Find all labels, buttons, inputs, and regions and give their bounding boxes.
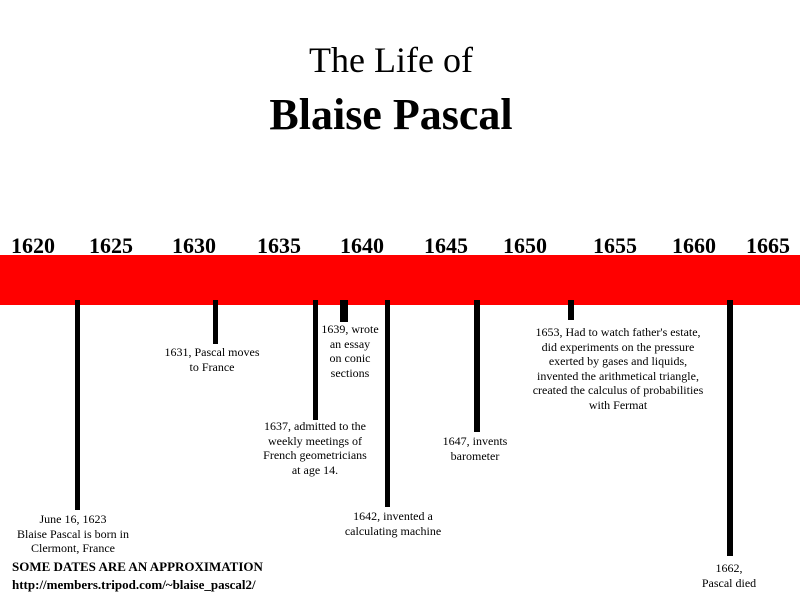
year-label-1620: 1620: [11, 233, 55, 258]
tick-1653: [568, 300, 574, 320]
event-label-1642: 1642, invented a calculating machine: [344, 509, 442, 538]
tick-1639: [340, 300, 348, 322]
page-title: Blaise Pascal: [269, 90, 513, 139]
year-label-1645: 1645: [424, 233, 468, 258]
event-label-1662: 1662, Pascal died: [701, 561, 757, 590]
year-label-1635: 1635: [257, 233, 301, 258]
tick-1631: [213, 300, 218, 344]
year-label-1625: 1625: [89, 233, 133, 258]
year-label-1650: 1650: [503, 233, 547, 258]
tick-1642: [385, 300, 390, 507]
year-label-1665: 1665: [746, 233, 790, 258]
source-url[interactable]: http://members.tripod.com/~blaise_pascal…: [12, 577, 256, 592]
year-label-1660: 1660: [672, 233, 716, 258]
timeline-band: [0, 255, 800, 305]
year-label-1655: 1655: [593, 233, 637, 258]
title-line-1: The Life of: [309, 40, 473, 80]
event-label-1653: 1653, Had to watch father's estate, did …: [532, 325, 704, 412]
event-label-1637: 1637, admitted to the weekly meetings of…: [263, 419, 367, 477]
tick-1662: [727, 300, 733, 556]
year-label-1640: 1640: [340, 233, 384, 258]
event-label-1647: 1647, invents barometer: [442, 434, 508, 463]
event-label-1631: 1631, Pascal moves to France: [164, 345, 260, 374]
year-label-1630: 1630: [172, 233, 216, 258]
tick-1637: [313, 300, 318, 420]
event-label-1623: June 16, 1623 Blaise Pascal is born in C…: [17, 512, 129, 555]
approximation-note: SOME DATES ARE AN APPROXIMATION: [12, 559, 263, 574]
tick-1647: [474, 300, 480, 432]
tick-1623: [75, 300, 80, 510]
event-label-1639: 1639, wrote an essay on conic sections: [321, 322, 379, 380]
